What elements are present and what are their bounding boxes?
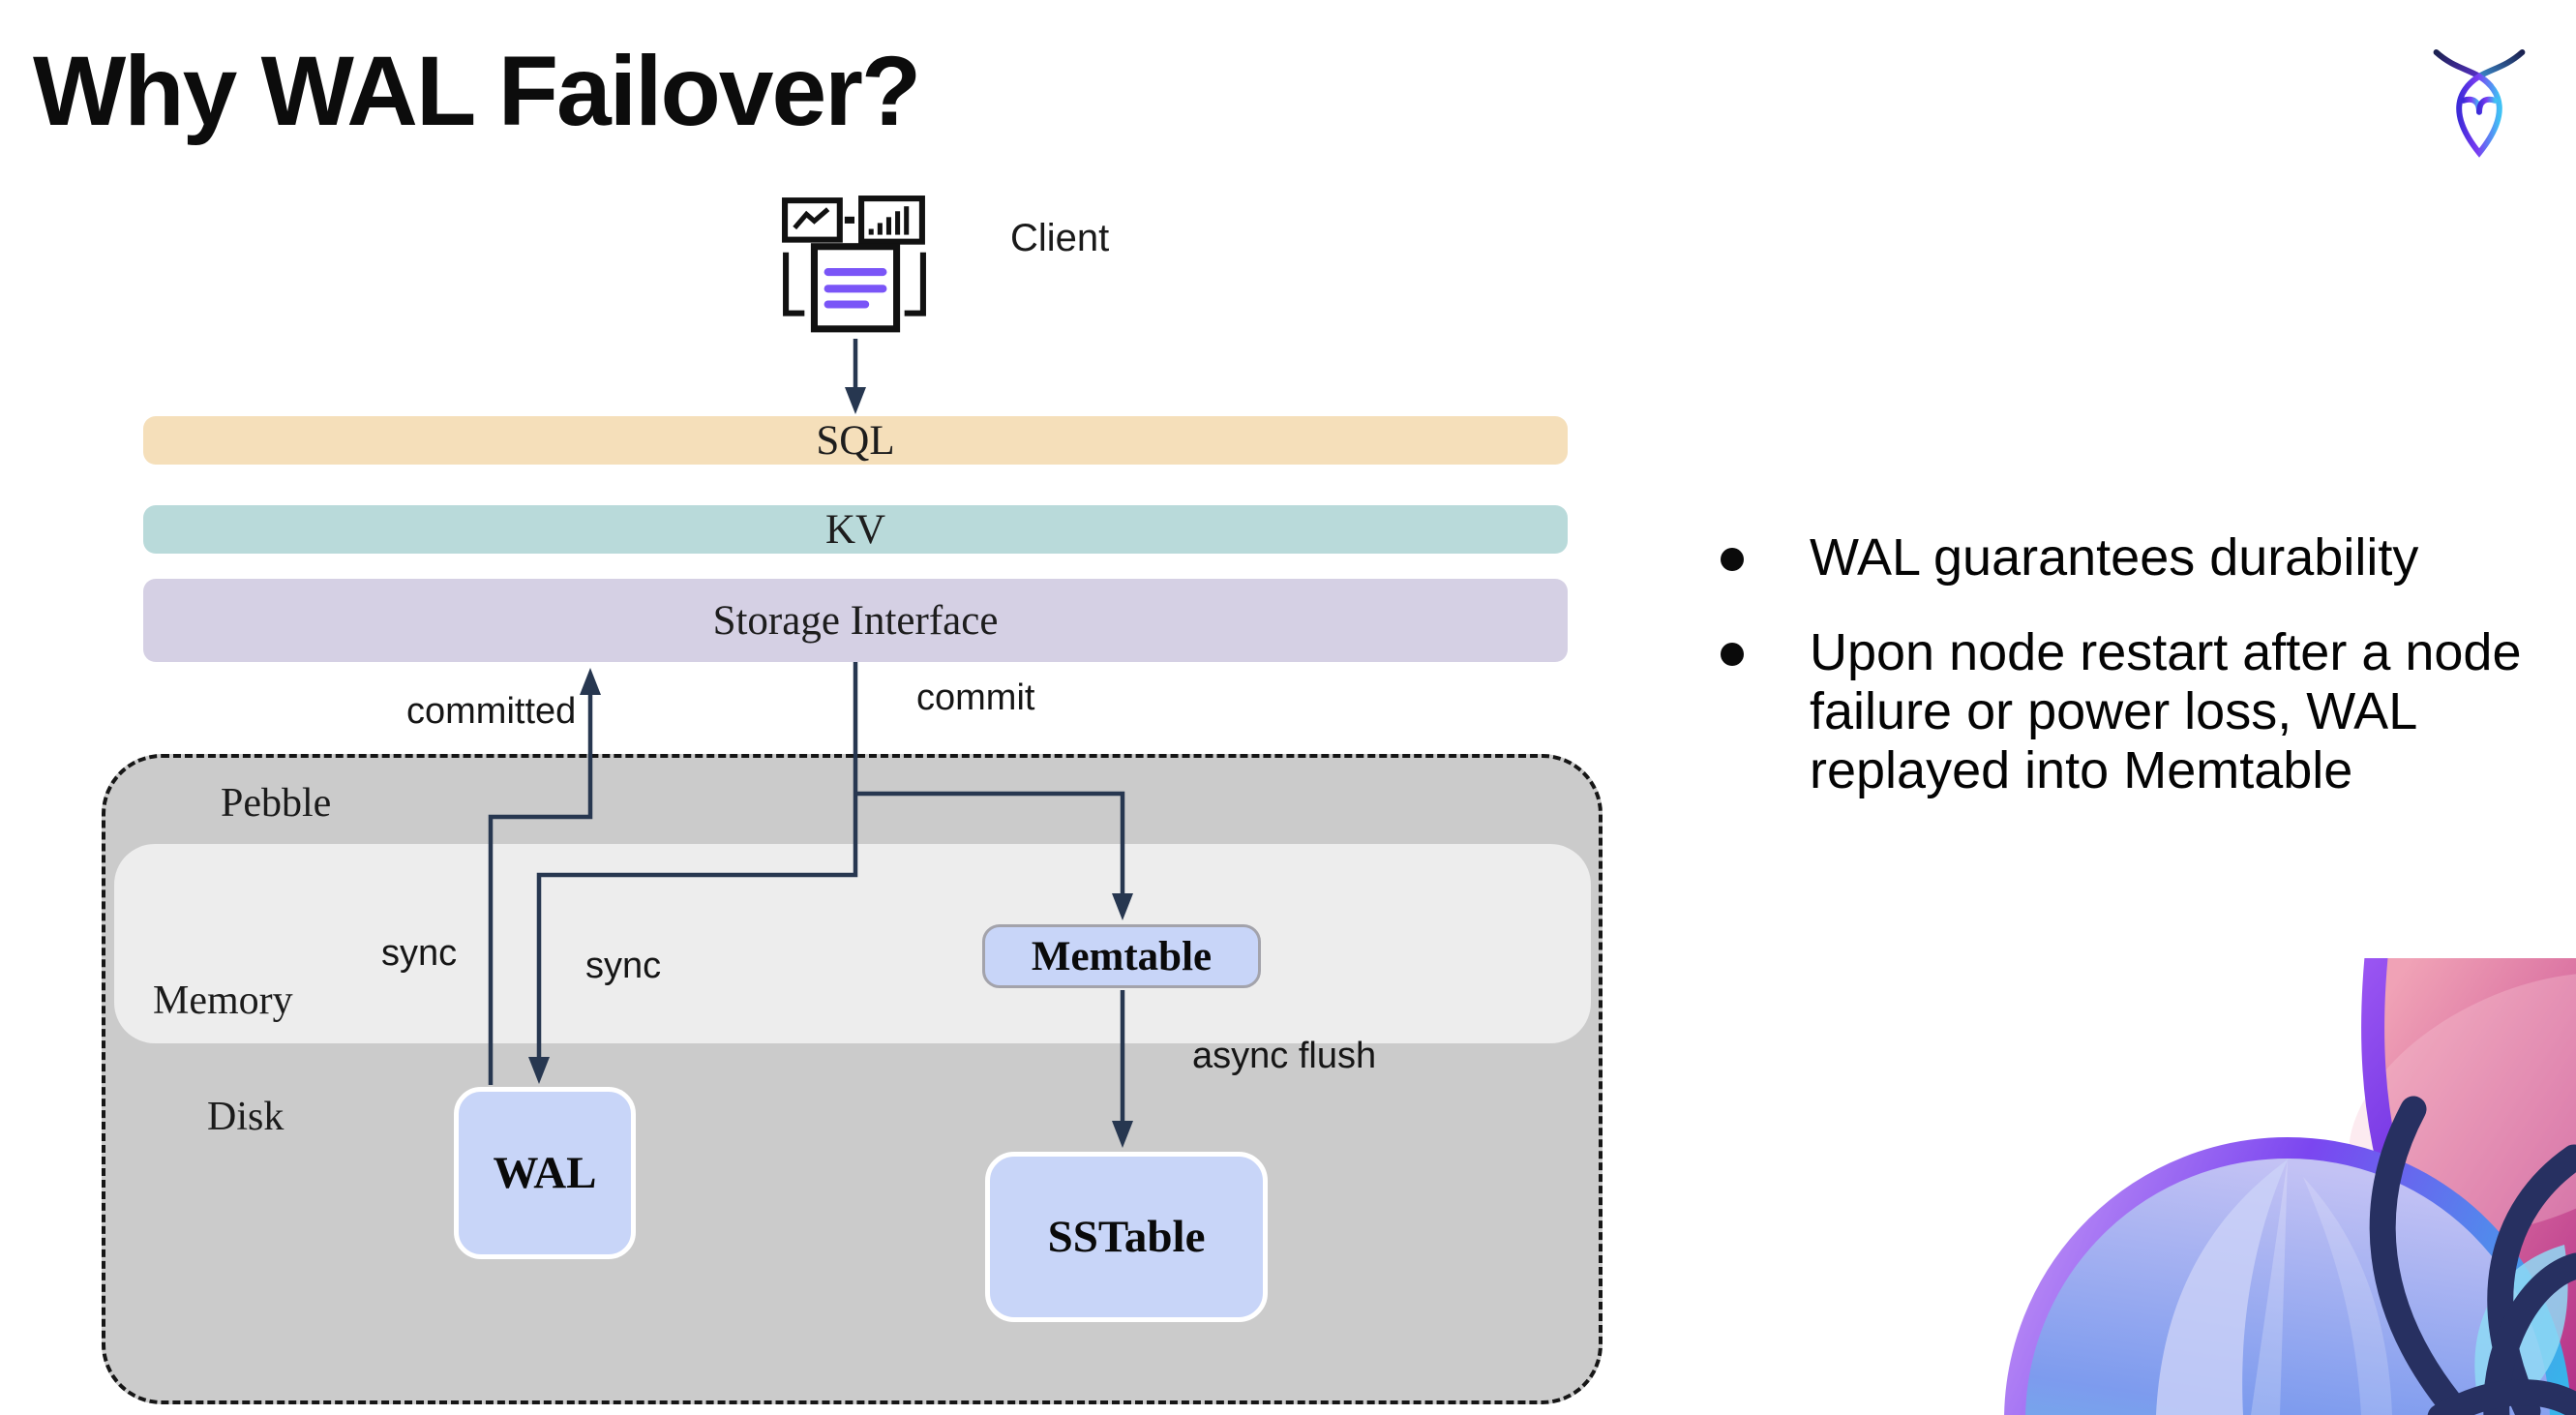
edge-label-commit: commit: [916, 677, 1035, 718]
edge-label-async-flush: async flush: [1192, 1036, 1377, 1076]
layer-sql: SQL: [143, 416, 1568, 465]
pebble-label: Pebble: [221, 781, 332, 826]
bullet-list: WAL guarantees durability Upon node rest…: [1711, 528, 2562, 800]
client-icon: [782, 196, 926, 333]
page-title: Why WAL Failover?: [33, 36, 921, 146]
bullet-text: Upon node restart after a node failure o…: [1810, 623, 2522, 799]
layer-storage-interface: Storage Interface: [143, 579, 1568, 662]
bullet-dot: [1721, 643, 1744, 666]
disk-label: Disk: [207, 1095, 285, 1139]
edge-label-sync-memtable: sync: [585, 946, 662, 986]
memory-band: [114, 844, 1591, 1043]
sstable-label: SSTable: [1047, 1212, 1206, 1262]
sstable-box: SSTable: [985, 1152, 1268, 1322]
wal-label: WAL: [493, 1148, 597, 1198]
memtable-box: Memtable: [982, 924, 1261, 988]
arrowhead-committed: [580, 668, 601, 695]
layer-kv-label: KV: [824, 506, 886, 553]
client-label: Client: [1010, 217, 1110, 259]
arrowhead-sql: [845, 387, 866, 414]
bullet-item: Upon node restart after a node failure o…: [1711, 623, 2562, 800]
layer-kv: KV: [143, 505, 1568, 554]
edge-label-committed: committed: [406, 691, 577, 732]
layer-storage-label: Storage Interface: [712, 597, 999, 644]
bullet-text: WAL guarantees durability: [1810, 528, 2419, 587]
memtable-label: Memtable: [1031, 933, 1213, 979]
layer-sql-label: SQL: [816, 417, 895, 464]
bullet-dot: [1721, 548, 1744, 571]
bullet-item: WAL guarantees durability: [1711, 528, 2562, 587]
brand-art: [2004, 958, 2576, 1415]
wal-box: WAL: [454, 1087, 636, 1259]
memory-label: Memory: [153, 978, 293, 1023]
cockroach-logo-icon: [2433, 49, 2526, 158]
edge-label-sync-wal: sync: [381, 933, 458, 974]
